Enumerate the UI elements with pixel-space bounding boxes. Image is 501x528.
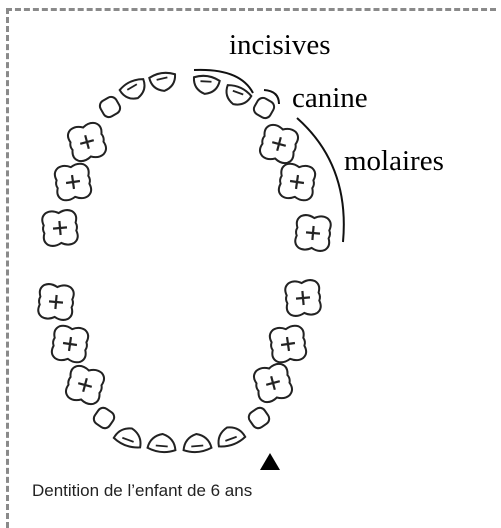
triangle-up-icon (260, 453, 280, 470)
upper-molars-left (42, 121, 108, 247)
lower-incisors (113, 423, 246, 453)
diagram-caption: Dentition de l’enfant de 6 ans (32, 481, 252, 501)
upper-molars-right (258, 123, 331, 252)
lower-canines (91, 405, 271, 430)
label-canine: canine (292, 84, 368, 113)
lower-molars-right (252, 279, 321, 404)
upper-incisors (118, 71, 252, 109)
lower-molars-left (38, 283, 106, 406)
label-molaires: molaires (344, 147, 444, 176)
label-incisives: incisives (229, 31, 331, 60)
